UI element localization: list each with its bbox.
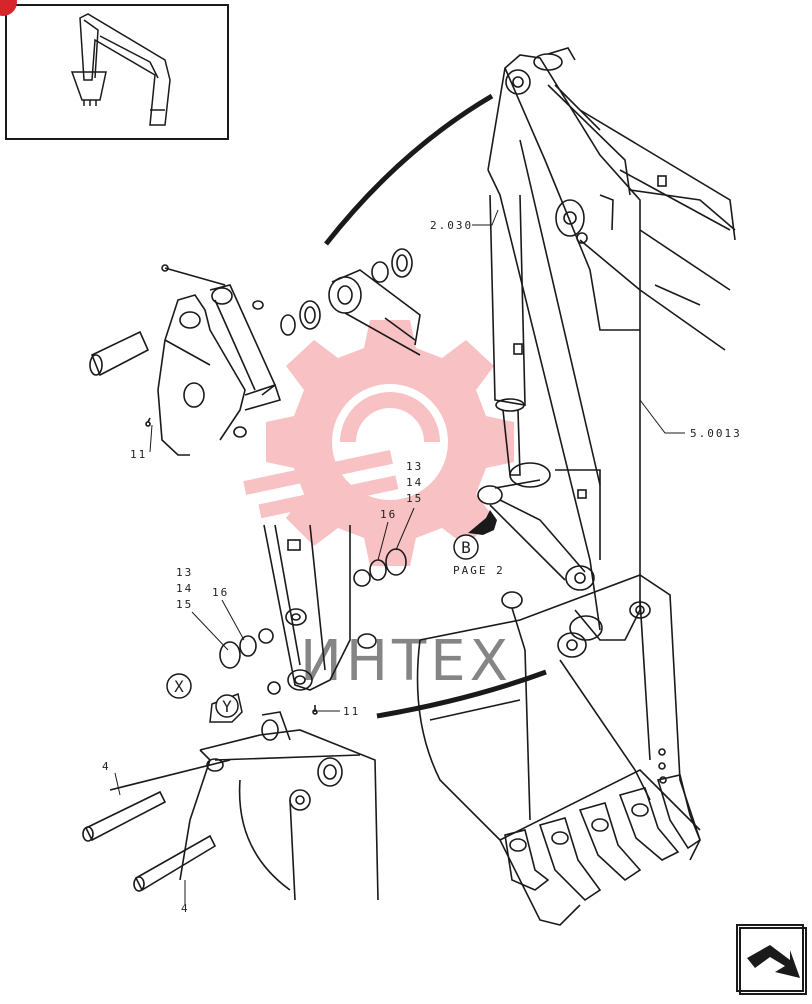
ref-label-2030: 2.030 [430,219,473,232]
bucket-main [416,574,701,926]
exploded-bucket-mount [82,711,379,901]
detail-marker-b[interactable]: B [453,534,479,560]
arrow-to-b [468,510,497,535]
page-badge [0,0,17,16]
exploded-arm-lower [219,524,407,715]
detail-marker-y[interactable]: Y [209,692,243,723]
part-label-13-b: 13 [176,566,193,579]
part-label-11-bottom: 11 [343,705,360,718]
callout-labels: 2.030 5.0013 11 11 13 14 15 16 13 14 15 … [102,219,742,915]
part-label-16-a: 16 [380,508,397,521]
watermark-text: ИНТЕХ [300,629,512,694]
part-label-14-a: 14 [406,476,423,489]
watermark-logo [243,320,514,566]
part-label-16-b: 16 [212,586,229,599]
detail-marker-x-label: X [174,677,184,696]
next-page-arrow-icon[interactable] [736,924,807,995]
arm-assembly [477,47,736,658]
page-reference[interactable]: PAGE 2 [453,564,505,577]
callout-leaders [114,209,685,905]
part-label-4-top: 4 [102,760,111,773]
machine-overview-thumbnail[interactable] [5,4,229,140]
detail-marker-b-label: B [461,538,471,557]
detail-marker-y-label: Y [222,697,232,716]
part-label-15-a: 15 [406,492,423,505]
part-label-13-a: 13 [406,460,423,473]
part-label-4-bottom: 4 [181,902,190,915]
leader-arcs [324,93,547,719]
detail-marker-x[interactable]: X [166,673,192,699]
part-label-11-top: 11 [130,448,147,461]
ref-label-50013: 5.0013 [690,427,742,440]
part-label-15-b: 15 [176,598,193,611]
exploded-arm-upper [89,248,421,456]
part-label-14-b: 14 [176,582,193,595]
